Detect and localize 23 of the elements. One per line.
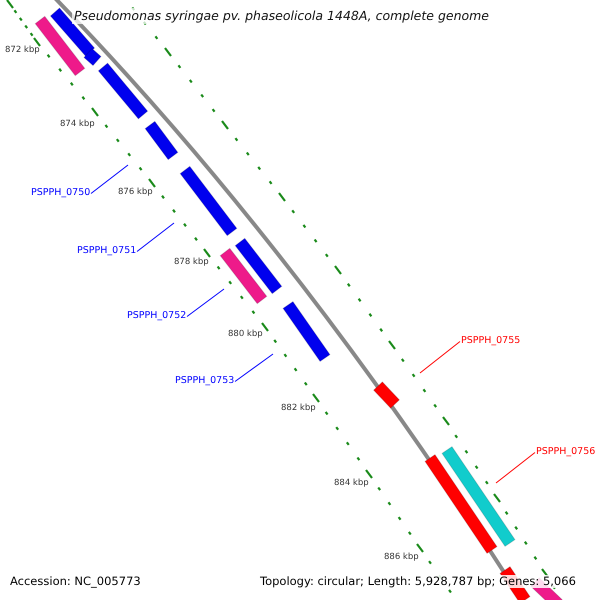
gene-label: PSPPH_0752 bbox=[127, 311, 186, 322]
leader-line bbox=[90, 164, 128, 194]
scale-label: 872 kbp bbox=[5, 46, 40, 56]
gene-label: PSPPH_0751 bbox=[77, 246, 136, 257]
title: Pseudomonas syringae pv. phaseolicola 1448A, complete genome bbox=[72, 8, 492, 24]
scale-label: 884 kbp bbox=[334, 479, 369, 489]
scale-label: 878 kbp bbox=[174, 258, 209, 268]
gene-label: PSPPH_0750 bbox=[31, 188, 90, 199]
leader-line bbox=[496, 452, 536, 484]
scale-label: 876 kbp bbox=[118, 188, 153, 198]
leader-line bbox=[186, 288, 224, 317]
info-text: Topology: circular; Length: 5,928,787 bp; Genes: 5,066 bbox=[258, 575, 578, 588]
leader-line bbox=[234, 354, 274, 382]
scale-label: 880 kbp bbox=[228, 330, 263, 340]
info-text: Accession: NC_005773 bbox=[8, 575, 143, 588]
leader-line bbox=[420, 341, 460, 374]
gene-label: PSPPH_0755 bbox=[461, 336, 520, 347]
scale-label: 882 kbp bbox=[281, 404, 316, 414]
gene-label: PSPPH_0753 bbox=[175, 376, 234, 387]
scale-label: 874 kbp bbox=[60, 120, 95, 130]
scale-label: 886 kbp bbox=[384, 553, 419, 563]
gene-label: PSPPH_0756 bbox=[536, 447, 596, 458]
leader-line bbox=[136, 222, 174, 252]
